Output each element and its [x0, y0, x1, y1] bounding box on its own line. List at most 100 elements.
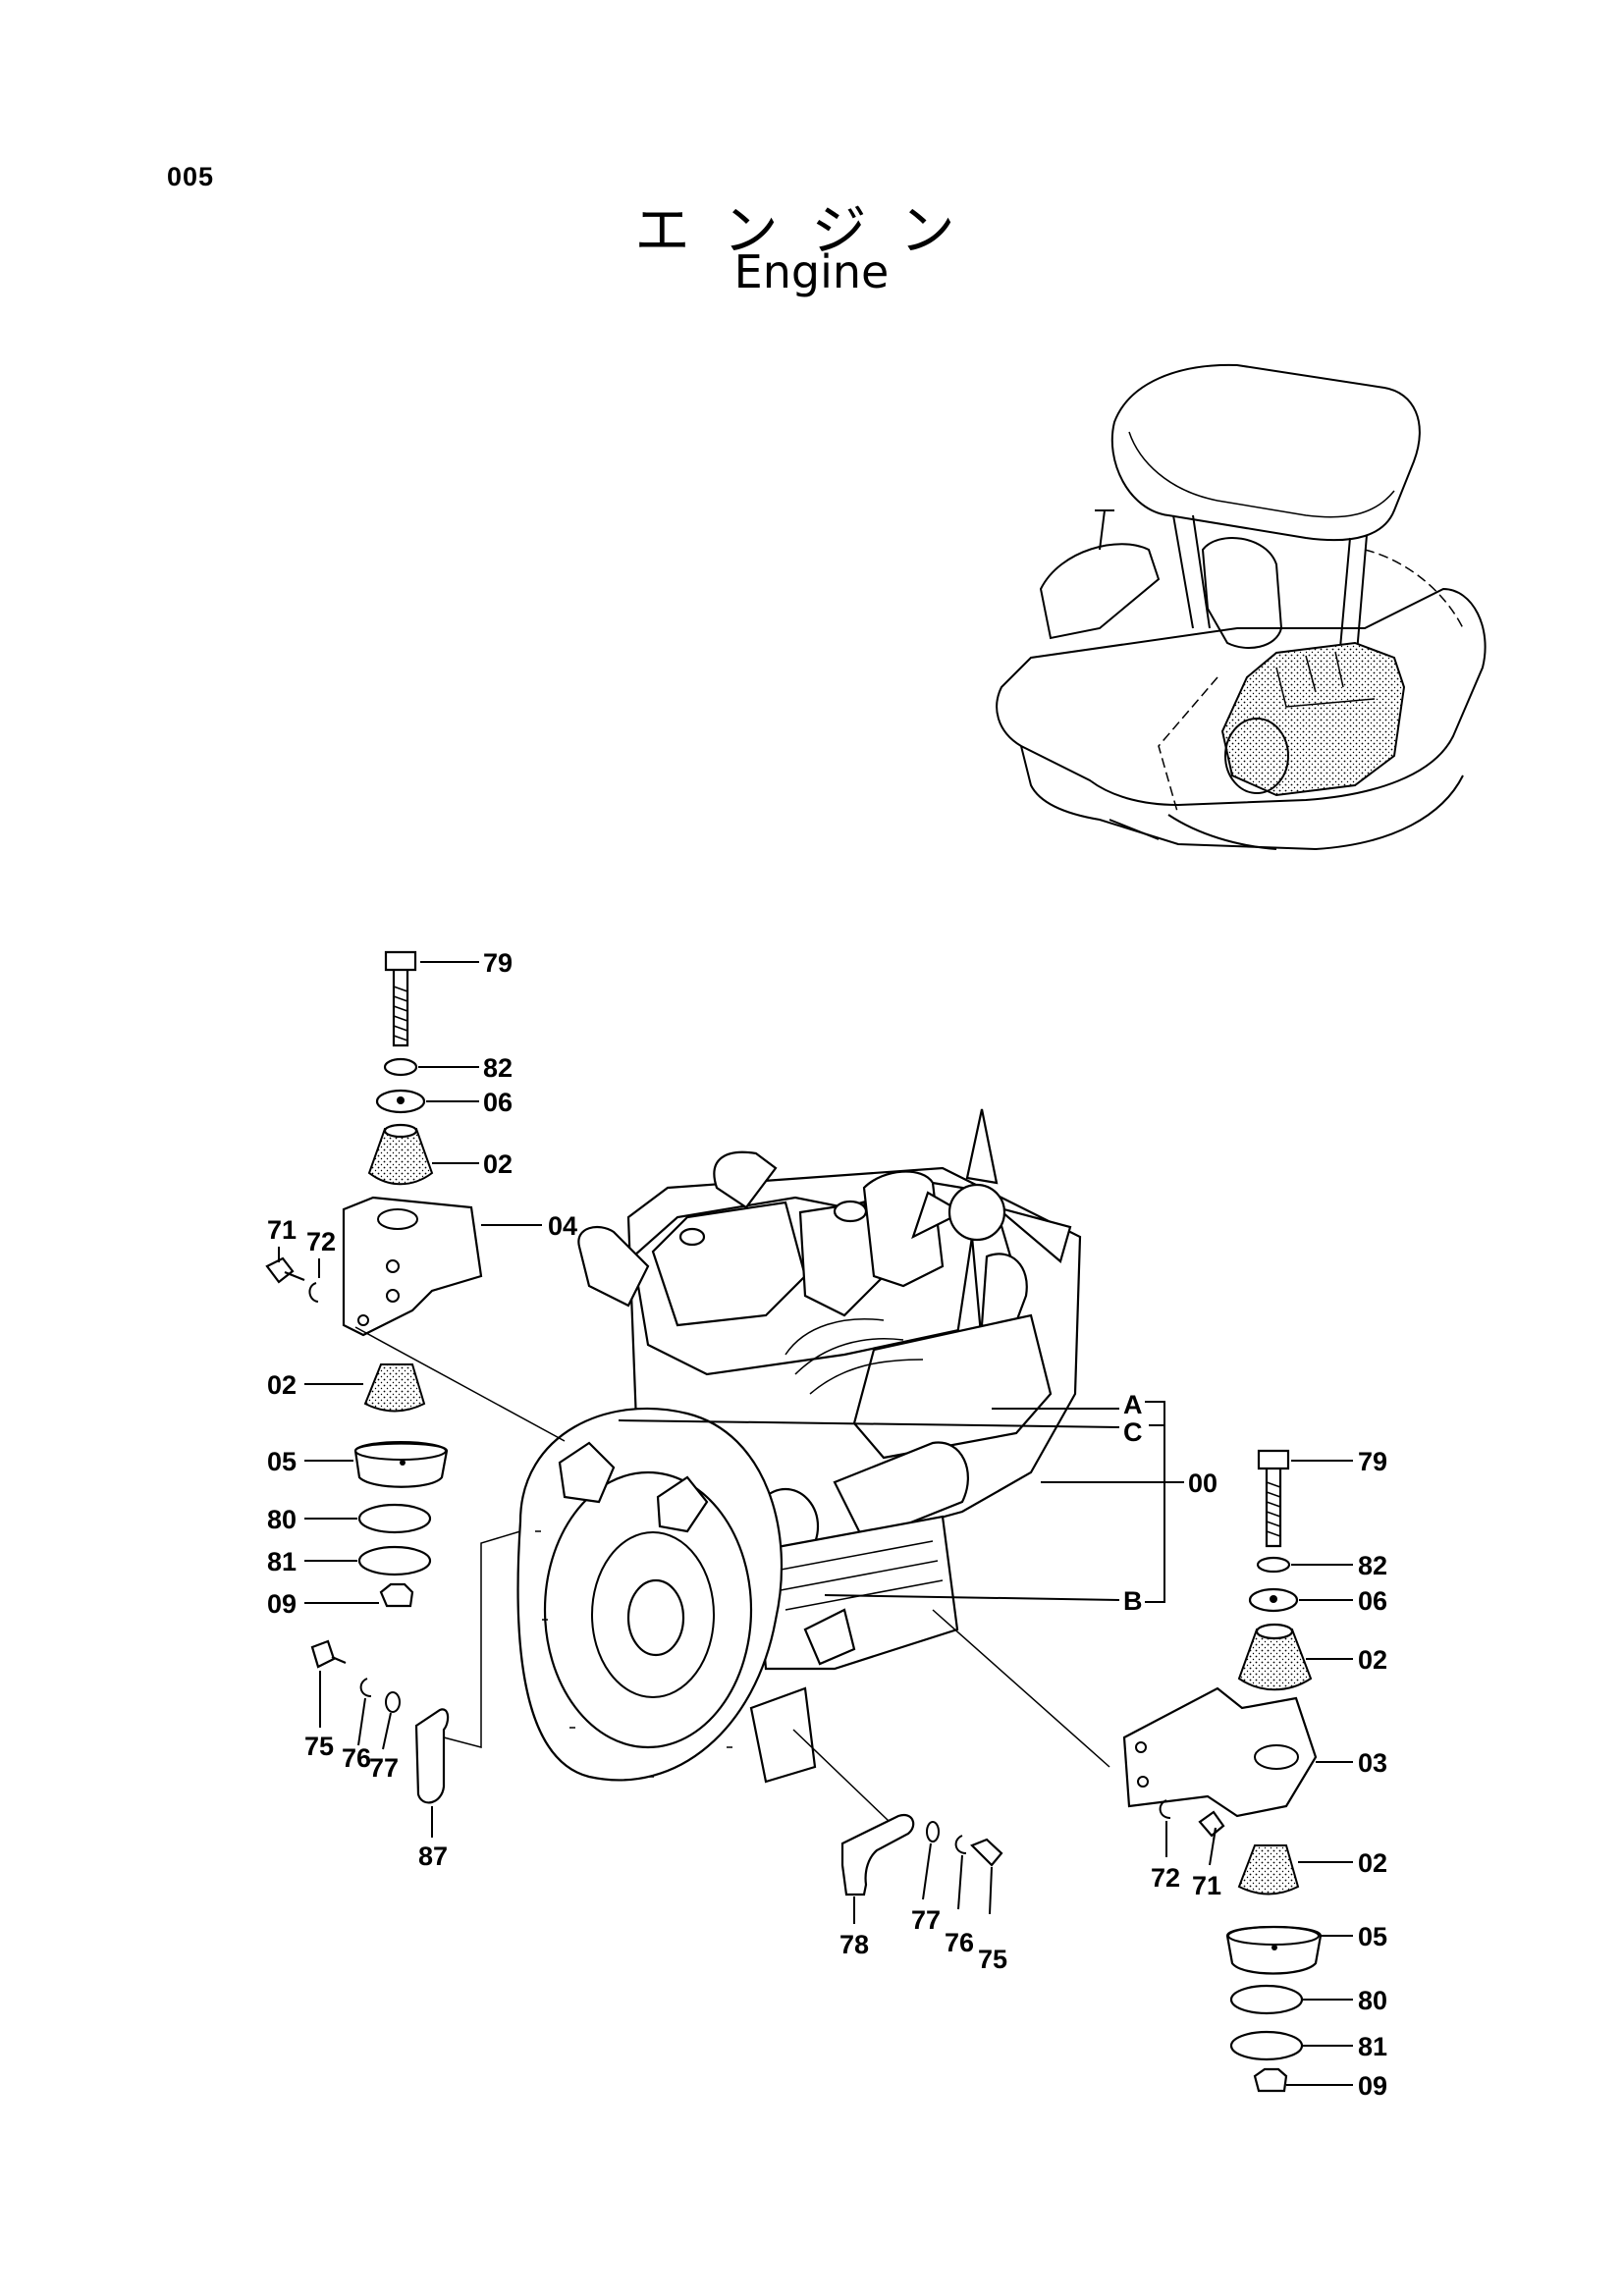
rubber-mount-02-right-mid — [1237, 1844, 1300, 1896]
callout-right-06: 06 — [1358, 1586, 1387, 1616]
page-title-japanese: エンジン — [634, 199, 989, 263]
operator-seat — [1201, 537, 1283, 649]
engine-front-bracket — [749, 1686, 817, 1784]
washer-80-right — [1229, 1984, 1304, 2015]
bolt-71-left — [265, 1256, 305, 1284]
callout-left-87: 87 — [418, 1842, 448, 1871]
fan-hub — [947, 1183, 1006, 1242]
cup-05-left — [353, 1442, 449, 1488]
callout-bottom-77: 77 — [911, 1905, 941, 1935]
callout-left-77: 77 — [369, 1753, 399, 1783]
cooling-fan-blades — [911, 1108, 1072, 1347]
callout-left-80: 80 — [267, 1505, 297, 1534]
engine-mount-boss-right — [803, 1608, 856, 1666]
bolt-75-left — [310, 1639, 347, 1669]
callout-right-03: 03 — [1358, 1748, 1387, 1778]
callout-bottom-75: 75 — [978, 1945, 1007, 1974]
rubber-mount-02-left-mid — [363, 1363, 426, 1413]
callout-left-82: 82 — [483, 1053, 513, 1083]
callout-bottom-78: 78 — [839, 1930, 869, 1959]
canopy-roof — [1110, 363, 1421, 542]
starter-motor — [833, 1441, 969, 1543]
bolt-79-right — [1257, 1449, 1290, 1548]
highlighted-engine — [1220, 641, 1406, 797]
spring-washer-76-bottom — [954, 1835, 967, 1854]
rubber-mount-02-right-top — [1237, 1629, 1313, 1691]
thermostat-housing — [678, 1227, 706, 1247]
callout-right-79: 79 — [1358, 1447, 1387, 1476]
washer-77-left — [385, 1691, 401, 1713]
callout-left-02-mid: 02 — [267, 1370, 297, 1400]
page-title-english: Engine — [733, 245, 890, 298]
callout-left-02-top: 02 — [483, 1149, 513, 1179]
callout-left-79: 79 — [483, 948, 513, 978]
alternator — [980, 1253, 1028, 1337]
callout-left-04: 04 — [548, 1211, 577, 1241]
canopy-roof-edge — [1128, 431, 1395, 518]
intake-elbow — [713, 1150, 778, 1209]
washer-82-left — [383, 1057, 418, 1077]
bolt-71-right — [1198, 1810, 1225, 1842]
spring-washer-76-left — [359, 1678, 372, 1697]
counterweight — [1109, 814, 1277, 850]
exhaust-manifold — [577, 1225, 650, 1308]
oil-filler-cap — [833, 1200, 868, 1223]
washer-81-left — [357, 1545, 432, 1576]
flywheel-hub — [626, 1578, 685, 1657]
left-mount-group — [265, 950, 566, 1804]
engine-hood-dashed-outline — [1158, 549, 1464, 816]
bracket-04-left — [342, 1196, 483, 1337]
machine-body-upper — [996, 587, 1487, 807]
clamp-78 — [840, 1813, 915, 1896]
page-number: 005 — [167, 162, 215, 191]
highlighted-engine-detail — [1275, 651, 1376, 708]
callout-right-72: 72 — [1151, 1863, 1180, 1893]
highlighted-engine-flywheel — [1224, 718, 1289, 794]
nut-09-left — [379, 1582, 414, 1608]
spring-washer-72-left — [308, 1282, 319, 1303]
callout-left-75: 75 — [304, 1732, 334, 1761]
callout-labels: 79 82 06 02 71 72 04 02 05 80 81 09 75 7… — [267, 948, 1387, 2101]
canopy-post-left — [1172, 514, 1211, 629]
reference-leaders — [618, 1401, 1184, 1603]
callout-right-81: 81 — [1358, 2032, 1387, 2061]
callout-right-82: 82 — [1358, 1551, 1387, 1580]
washer-77-bottom — [926, 1821, 940, 1842]
bottom-clamp-group — [792, 1729, 1003, 1896]
callout-right-80: 80 — [1358, 1986, 1387, 2015]
callout-left-05: 05 — [267, 1447, 297, 1476]
callout-left-06: 06 — [483, 1088, 513, 1117]
washer-80-left — [357, 1503, 432, 1534]
callout-left-72: 72 — [306, 1227, 336, 1256]
callout-ref-C: C — [1123, 1417, 1143, 1447]
engine-rear-lifting-lug — [558, 1441, 616, 1504]
flywheel-housing-bolts — [535, 1530, 782, 1778]
callout-right-02-mid: 02 — [1358, 1848, 1387, 1878]
engine-assembly — [516, 1108, 1082, 1784]
callout-right-71: 71 — [1192, 1871, 1221, 1900]
rubber-mount-02-left-top — [367, 1128, 434, 1186]
callout-bottom-76: 76 — [945, 1928, 974, 1957]
callout-engine-00: 00 — [1188, 1468, 1217, 1498]
nut-09-right — [1253, 2067, 1288, 2093]
canopy-post-right — [1339, 534, 1368, 654]
control-levers — [1039, 509, 1161, 640]
callout-left-81: 81 — [267, 1547, 297, 1576]
callout-ref-A: A — [1123, 1390, 1143, 1419]
machine-body-lower — [1020, 745, 1464, 851]
flywheel-inner-ring — [591, 1531, 715, 1698]
spring-washer-72-right — [1159, 1799, 1171, 1819]
bracket-03-right — [1122, 1686, 1318, 1818]
right-mount-group — [932, 1449, 1323, 2093]
washer-81-right — [1229, 2030, 1304, 2061]
callout-left-09: 09 — [267, 1589, 297, 1619]
callout-left-71: 71 — [267, 1215, 297, 1245]
engine-top-lifting-lug — [656, 1475, 709, 1533]
washer-82-right — [1256, 1556, 1291, 1574]
callout-right-05: 05 — [1358, 1922, 1387, 1951]
bolt-75-bottom — [970, 1838, 1003, 1867]
callout-leaders — [278, 961, 1353, 2086]
callout-left-76: 76 — [342, 1743, 371, 1773]
machine-location-inset — [996, 363, 1487, 851]
